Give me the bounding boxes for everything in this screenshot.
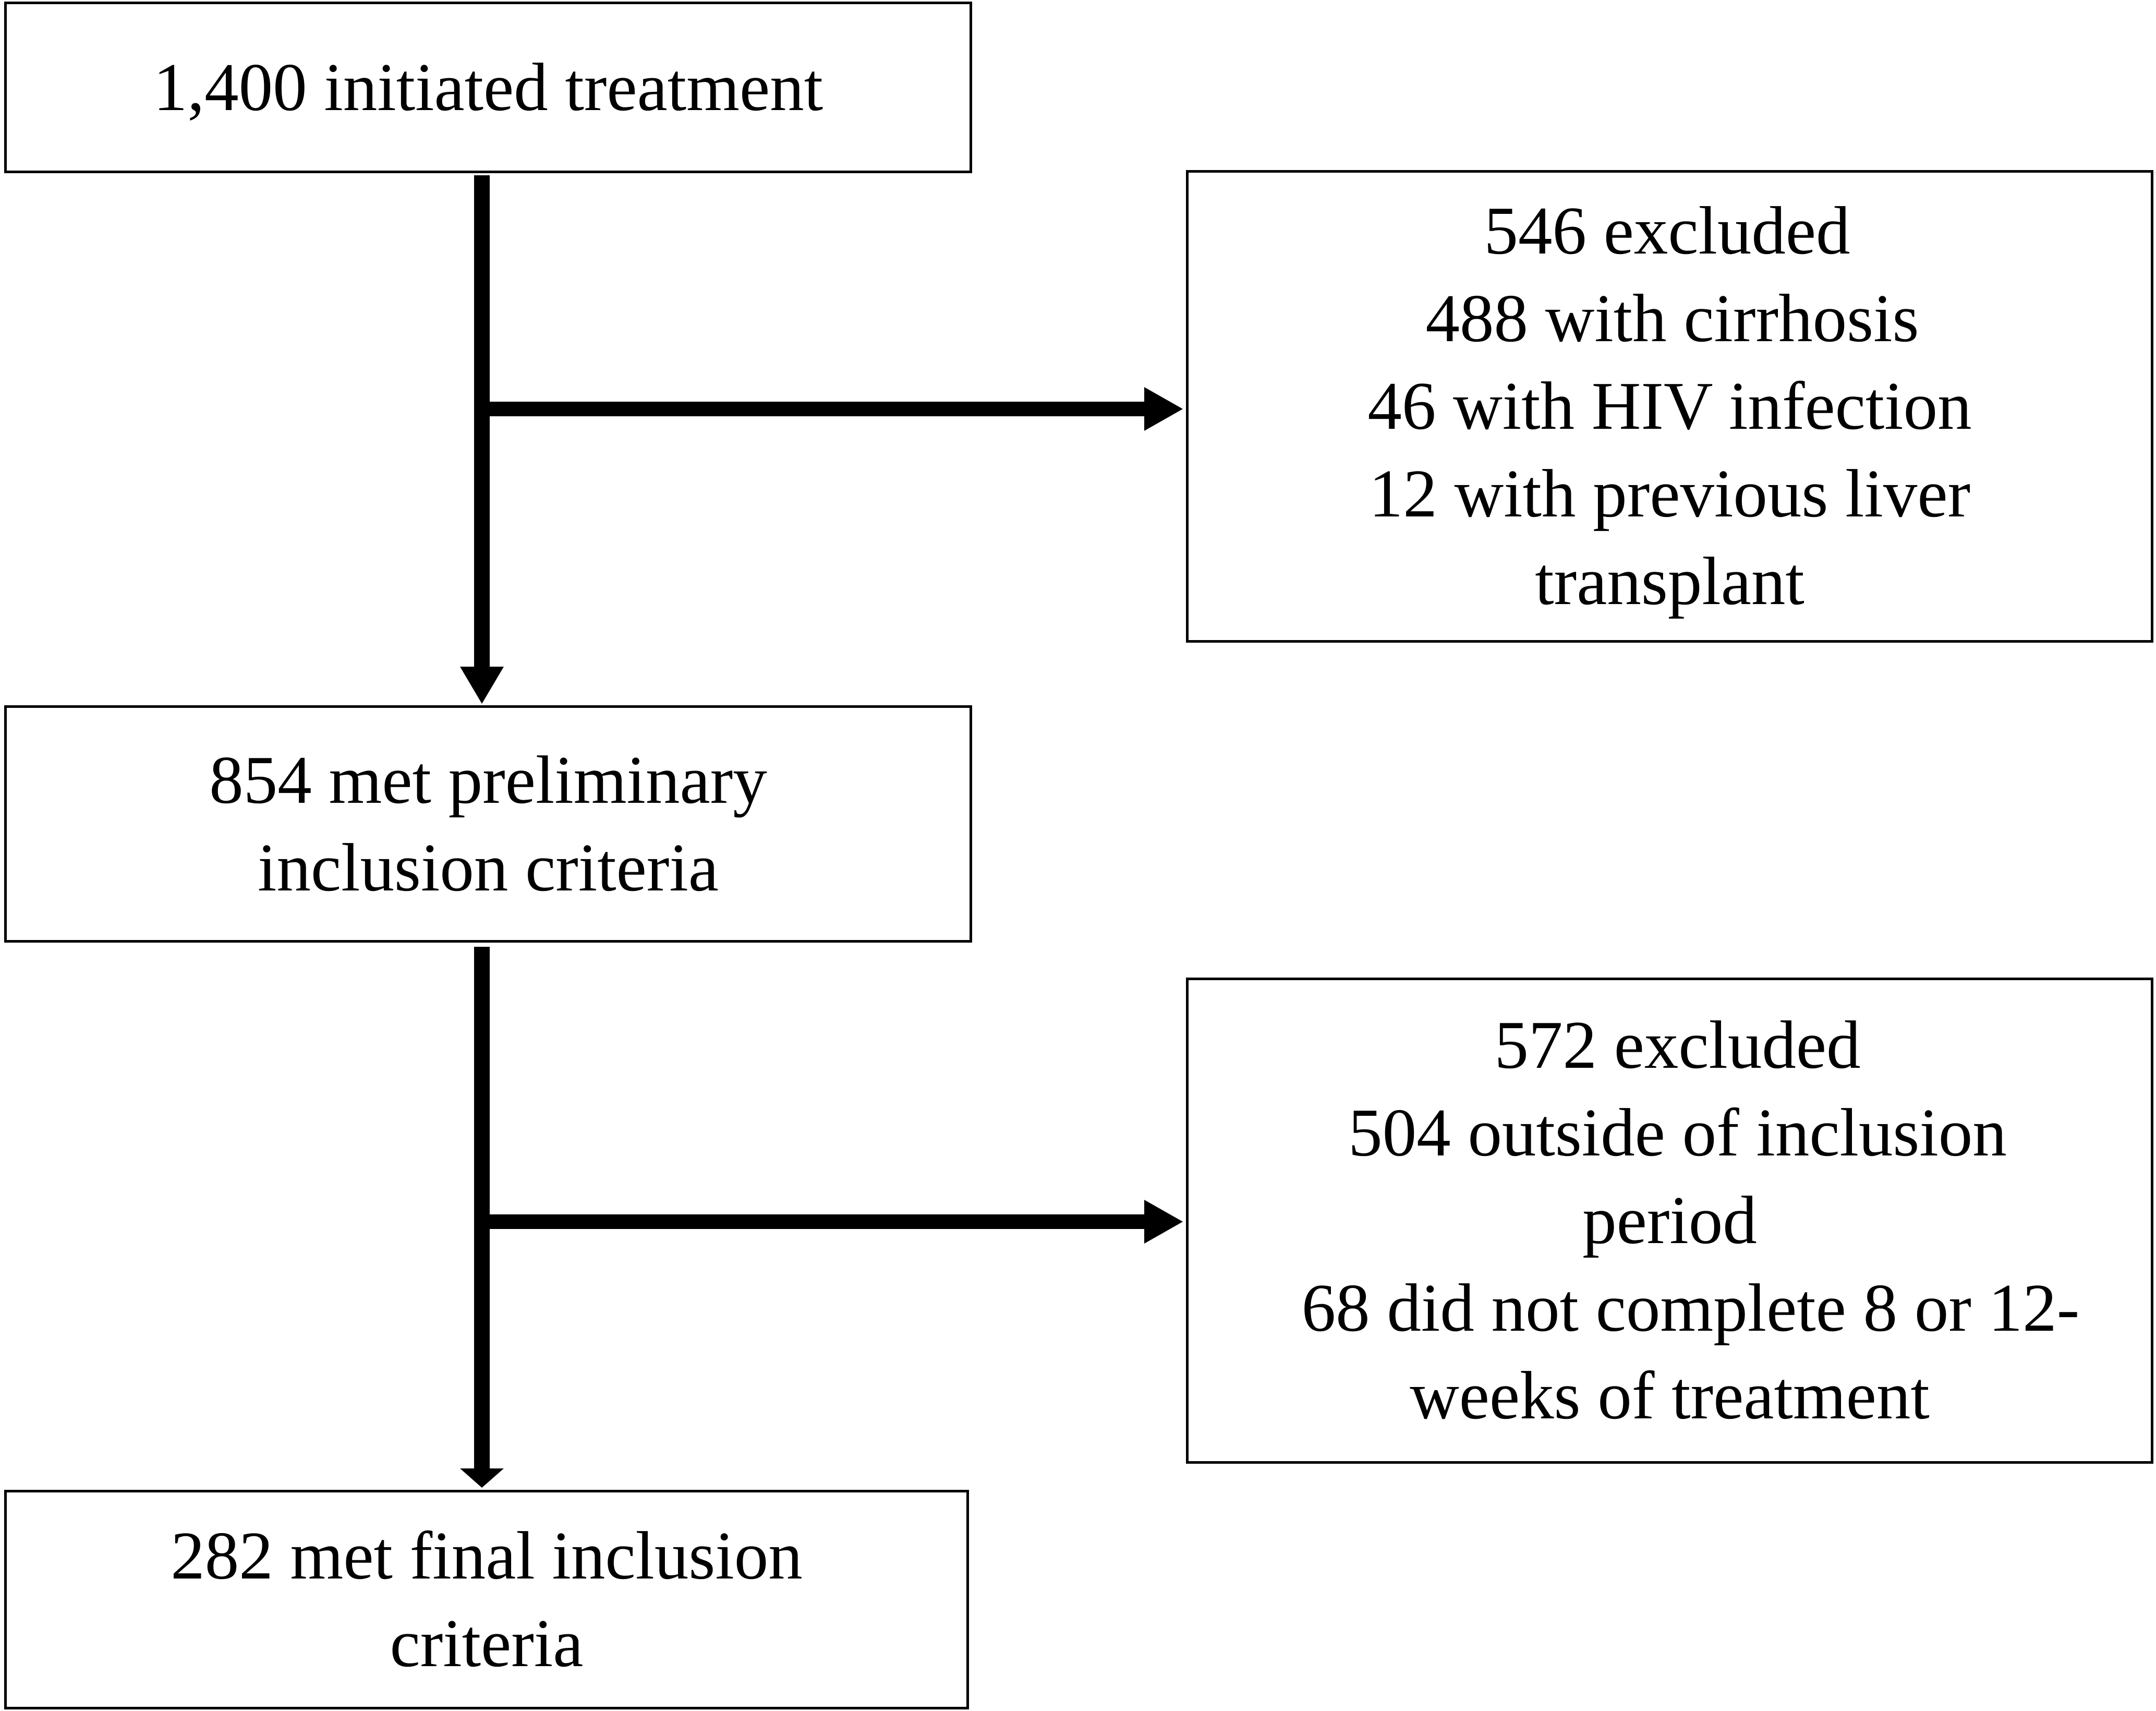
box-line: 546 excluded <box>1484 193 1850 269</box>
exclusion-box-2: 572 excluded 504 outside of inclusion pe… <box>1186 978 2153 1464</box>
box-line: 68 did not complete 8 or 12- <box>1301 1270 2080 1346</box>
initiated-treatment-box: 1,400 initiated treatment <box>4 2 972 173</box>
arrowhead-right-2 <box>1144 1200 1183 1244</box>
arrowhead-down-1 <box>460 667 504 704</box>
exclusion-box-1: 546 excluded 488 with cirrhosis 46 with … <box>1186 170 2153 643</box>
box-line: 46 with HIV infection <box>1367 368 1972 444</box>
box-line: 12 with previous liver <box>1368 456 1971 532</box>
preliminary-inclusion-box: 854 met preliminary inclusion criteria <box>4 705 972 943</box>
box-line: 572 excluded <box>1494 1007 1861 1083</box>
box-line: weeks of treatment <box>1410 1358 1930 1433</box>
box-line: 504 outside of inclusion <box>1348 1095 2007 1171</box>
arrowhead-down-2 <box>460 1468 504 1488</box>
box-line: period <box>1582 1183 1757 1258</box>
box-line: criteria <box>390 1605 584 1681</box>
box-line: transplant <box>1535 544 1804 619</box>
box-line: 282 met final inclusion <box>171 1517 803 1594</box>
arrowhead-right-1 <box>1144 387 1183 431</box>
vertical-connector-2 <box>474 947 490 1471</box>
branch-connector-1 <box>482 402 1149 416</box>
box-line: 488 with cirrhosis <box>1425 281 1919 356</box>
branch-connector-2 <box>482 1214 1149 1229</box>
box-line: inclusion criteria <box>258 829 719 906</box>
box-line: 1,400 initiated treatment <box>153 49 823 125</box>
box-line: 854 met preliminary <box>209 742 767 818</box>
vertical-connector-1 <box>474 175 490 669</box>
final-inclusion-box: 282 met final inclusion criteria <box>4 1490 969 1709</box>
